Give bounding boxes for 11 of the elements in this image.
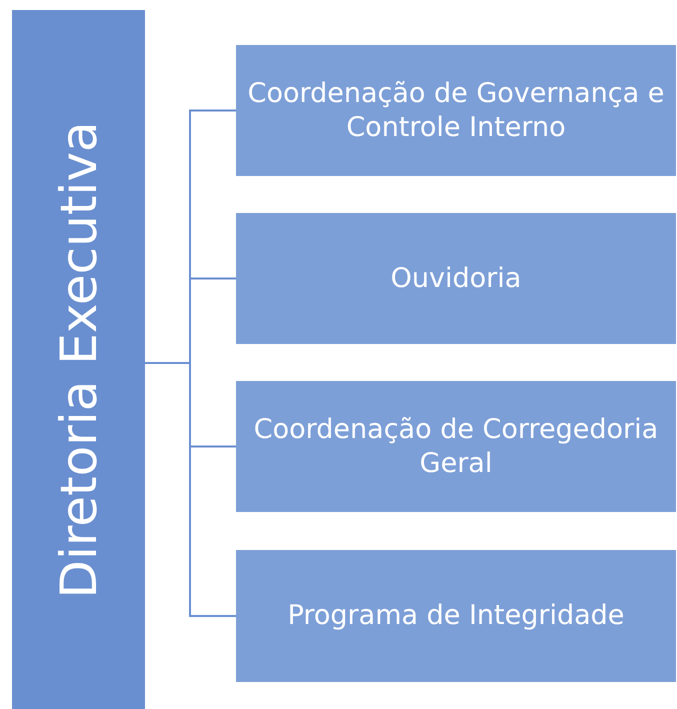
department-title: Diretoria Executiva [50,120,108,598]
unit-label: Programa de Integridade [288,599,624,633]
connector-line [145,362,236,617]
unit-box [236,45,676,176]
unit-box [236,381,676,512]
unit-label: Ouvidoria [390,262,522,296]
unit-label: Coordenação de Governança e Controle Interno [246,76,666,144]
unit-box [236,213,676,344]
unit-box [236,550,676,682]
department-box [12,10,145,709]
unit-label: Coordenação de Corregedoria Geral [252,412,660,480]
